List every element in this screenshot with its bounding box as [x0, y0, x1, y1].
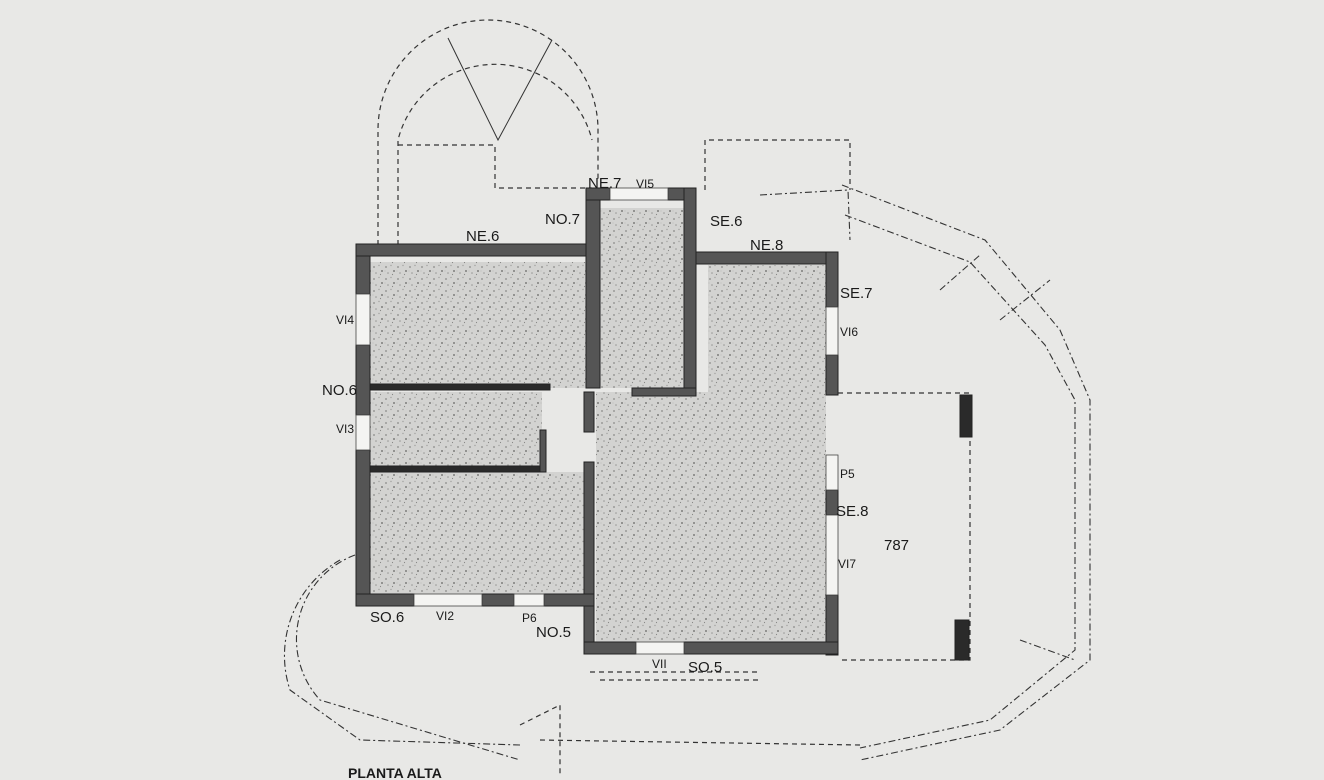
- label-ne6: NE.6: [466, 228, 499, 245]
- label-no6: NO.6: [322, 382, 357, 399]
- label-no7: NO.7: [545, 211, 580, 228]
- room-northeast: [708, 265, 826, 393]
- label-vi4: VI4: [336, 313, 354, 327]
- room-hall-north: [600, 208, 696, 388]
- label-p6: P6: [522, 611, 537, 625]
- label-se7: SE.7: [840, 285, 873, 302]
- label-no5: NO.5: [536, 624, 571, 641]
- label-so5: SO.5: [688, 659, 722, 676]
- room-northwest: [370, 262, 588, 388]
- label-vi2: VI2: [436, 609, 454, 623]
- label-p5: P5: [840, 467, 855, 481]
- openings: [355, 187, 839, 655]
- exterior-outlines: [283, 19, 1091, 775]
- label-ne7: NE.7: [588, 175, 621, 192]
- label-ne8: NE.8: [750, 237, 783, 254]
- label-vi3: VI3: [336, 422, 354, 436]
- label-vi7: VI7: [838, 557, 856, 571]
- label-vi5: VI5: [636, 177, 654, 191]
- room-west-middle: [370, 392, 542, 468]
- label-so6: SO.6: [370, 609, 404, 626]
- label-vi6: VI6: [840, 325, 858, 339]
- plan-labels: NE.7 VI5 NO.7 SE.6 NE.6 NE.8 SE.7 VI4 VI…: [322, 175, 909, 780]
- label-area: 787: [884, 537, 909, 554]
- label-se6: SE.6: [710, 213, 743, 230]
- rooms: [370, 208, 826, 644]
- label-vi1: VII: [652, 657, 667, 671]
- walls: [355, 187, 973, 661]
- plan-title: PLANTA ALTA: [348, 765, 442, 780]
- room-living: [596, 392, 826, 644]
- room-southwest: [370, 472, 584, 596]
- label-se8: SE.8: [836, 503, 869, 520]
